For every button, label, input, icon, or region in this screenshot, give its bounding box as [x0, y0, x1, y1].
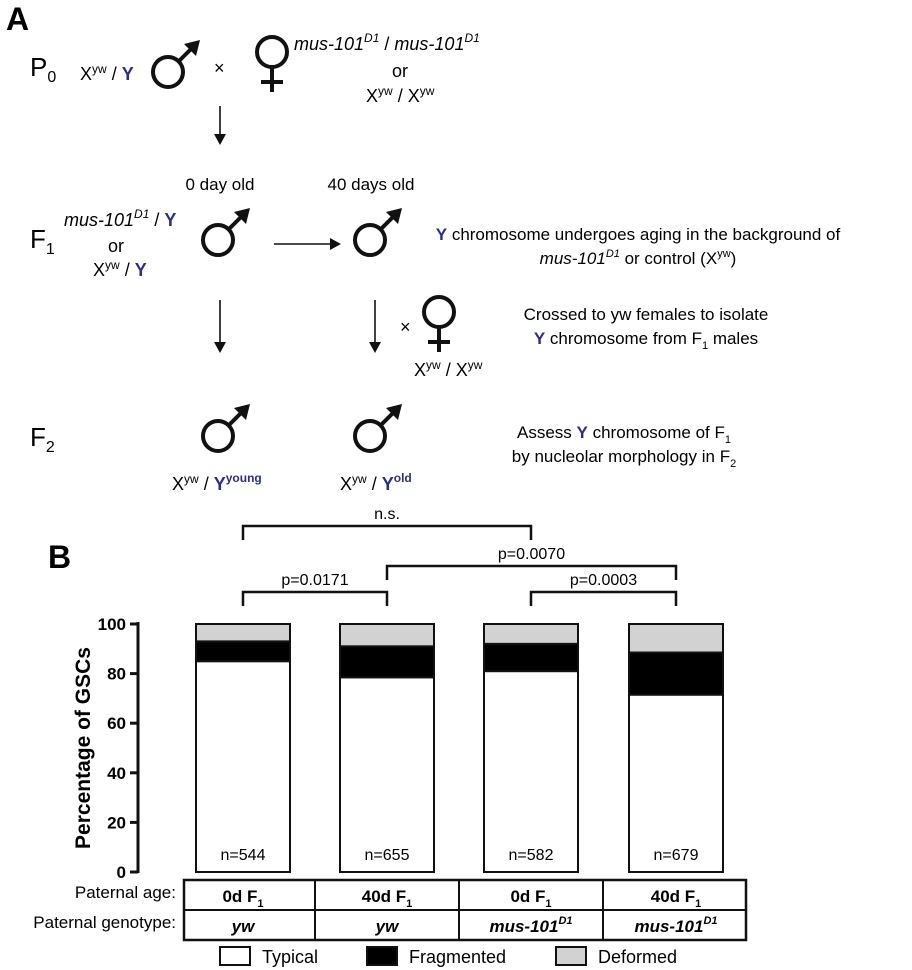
gen-p0: P0 [30, 52, 56, 86]
f1-genotype-mus: mus-101D1 / Y [64, 207, 176, 230]
significance-bracket [529, 590, 678, 606]
bar-segment-typical [628, 693, 724, 873]
cross-symbol: × [214, 58, 225, 78]
significance-bracket [241, 524, 533, 540]
age-0-label: 0 day old [186, 175, 255, 194]
bar-segment-deformed [339, 623, 435, 648]
f1-genotype-control: Xyw / Y [93, 258, 147, 280]
p0-male-genotype: Xyw / Y [80, 62, 134, 84]
bar-segment-fragmented [628, 651, 724, 696]
f2-young-genotype: Xyw / Yyoung [172, 471, 262, 494]
note-cross-line1: Crossed to yw females to isolate [524, 305, 769, 324]
gen-f1: F1 [30, 224, 55, 258]
table-cell-age: 0d F1 [510, 887, 551, 910]
row-label-genotype: Paternal genotype: [33, 913, 176, 932]
gen-f2: F2 [30, 422, 55, 456]
significance-bracket [241, 590, 389, 606]
table-cell-genotype: mus-101D1 [489, 915, 572, 936]
n-label: n=655 [365, 847, 410, 864]
bar-segment-fragmented [195, 640, 291, 663]
legend-swatch-deformed [555, 946, 587, 966]
panel-a-label: A [6, 1, 29, 37]
y-tick-label: 80 [107, 665, 126, 684]
arrowhead-aging [330, 238, 341, 250]
legend-label-typical: Typical [262, 947, 318, 967]
male-symbol-f1-old [353, 206, 404, 257]
note-aging-line1: Y chromosome undergoes aging in the back… [436, 225, 841, 244]
significance-label: p=0.0070 [498, 546, 565, 563]
bar-segment-fragmented [483, 642, 579, 673]
female-symbol-p0 [255, 35, 289, 94]
y-tick-label: 40 [107, 764, 126, 783]
f2-old-genotype: Xyw / Yold [340, 471, 412, 494]
legend-swatch-fragmented [366, 946, 398, 966]
y-axis-label: Percentage of GSCs [72, 647, 95, 849]
significance-label: p=0.0171 [281, 572, 348, 589]
p0-or: or [392, 61, 408, 81]
legend-swatch-typical [219, 946, 251, 966]
arrowhead-f1-f2-old [369, 342, 381, 353]
y-tick-label: 60 [107, 714, 126, 733]
y-tick-label: 0 [117, 863, 126, 882]
legend-label-fragmented: Fragmented [409, 947, 506, 967]
arrowhead-f1-f2-young [214, 342, 226, 353]
legend-label-deformed: Deformed [598, 947, 677, 967]
table-cell-genotype: yw [231, 917, 256, 936]
male-symbol-f2-old [353, 402, 404, 453]
bar-segment-typical [483, 670, 579, 873]
note-assess-line1: Assess Y chromosome of F1 [517, 423, 731, 446]
table-cell-age: 40d F1 [651, 887, 702, 910]
age-40-label: 40 days old [328, 175, 415, 194]
y-tick-label: 100 [98, 615, 126, 634]
significance-label: p=0.0003 [570, 572, 637, 589]
table-cell-age: 40d F1 [362, 887, 413, 910]
table-cell-age: 0d F1 [222, 887, 263, 910]
significance-bracket [385, 564, 678, 580]
female-symbol-yw [422, 295, 456, 354]
bar-segment-deformed [628, 623, 724, 654]
bar-segment-deformed [195, 623, 291, 643]
bar-segment-fragmented [339, 645, 435, 679]
cross-symbol-2: × [400, 317, 411, 337]
note-aging-line2: mus-101D1 or control (Xyw) [540, 248, 737, 268]
y-tick-label: 20 [107, 813, 126, 832]
row-label-age: Paternal age: [75, 883, 176, 902]
bar-segment-typical [339, 676, 435, 873]
genotype-table: 0d F1 yw 40d F1 yw 0d F1 mus-101D1 40d F1 mus-1… [182, 878, 748, 942]
male-symbol-f2-young [201, 402, 252, 453]
p0-female-genotype-control: Xyw / Xyw [366, 84, 435, 106]
bar-segment-deformed [483, 623, 579, 645]
p0-female-genotype-mus: mus-101D1 / mus-101D1 [294, 31, 480, 54]
male-symbol-p0 [151, 38, 202, 89]
bar-segment-typical [195, 660, 291, 874]
note-cross-line2: Y chromosome from F1 males [534, 329, 758, 352]
n-label: n=582 [509, 847, 554, 864]
yw-female-genotype: Xyw / Xyw [414, 358, 483, 380]
significance-label: n.s. [374, 506, 400, 523]
table-cell-genotype: yw [375, 917, 400, 936]
note-assess-line2: by nucleolar morphology in F2 [512, 447, 736, 470]
male-symbol-f1-young [201, 206, 252, 257]
arrowhead-p0-f1 [214, 134, 226, 145]
legend: Typical Fragmented Deformed [219, 946, 677, 967]
n-label: n=679 [654, 847, 699, 864]
n-label: n=544 [221, 847, 266, 864]
panel-b-label: B [48, 539, 71, 575]
table-cell-genotype: mus-101D1 [634, 915, 717, 936]
f1-or: or [108, 236, 124, 256]
